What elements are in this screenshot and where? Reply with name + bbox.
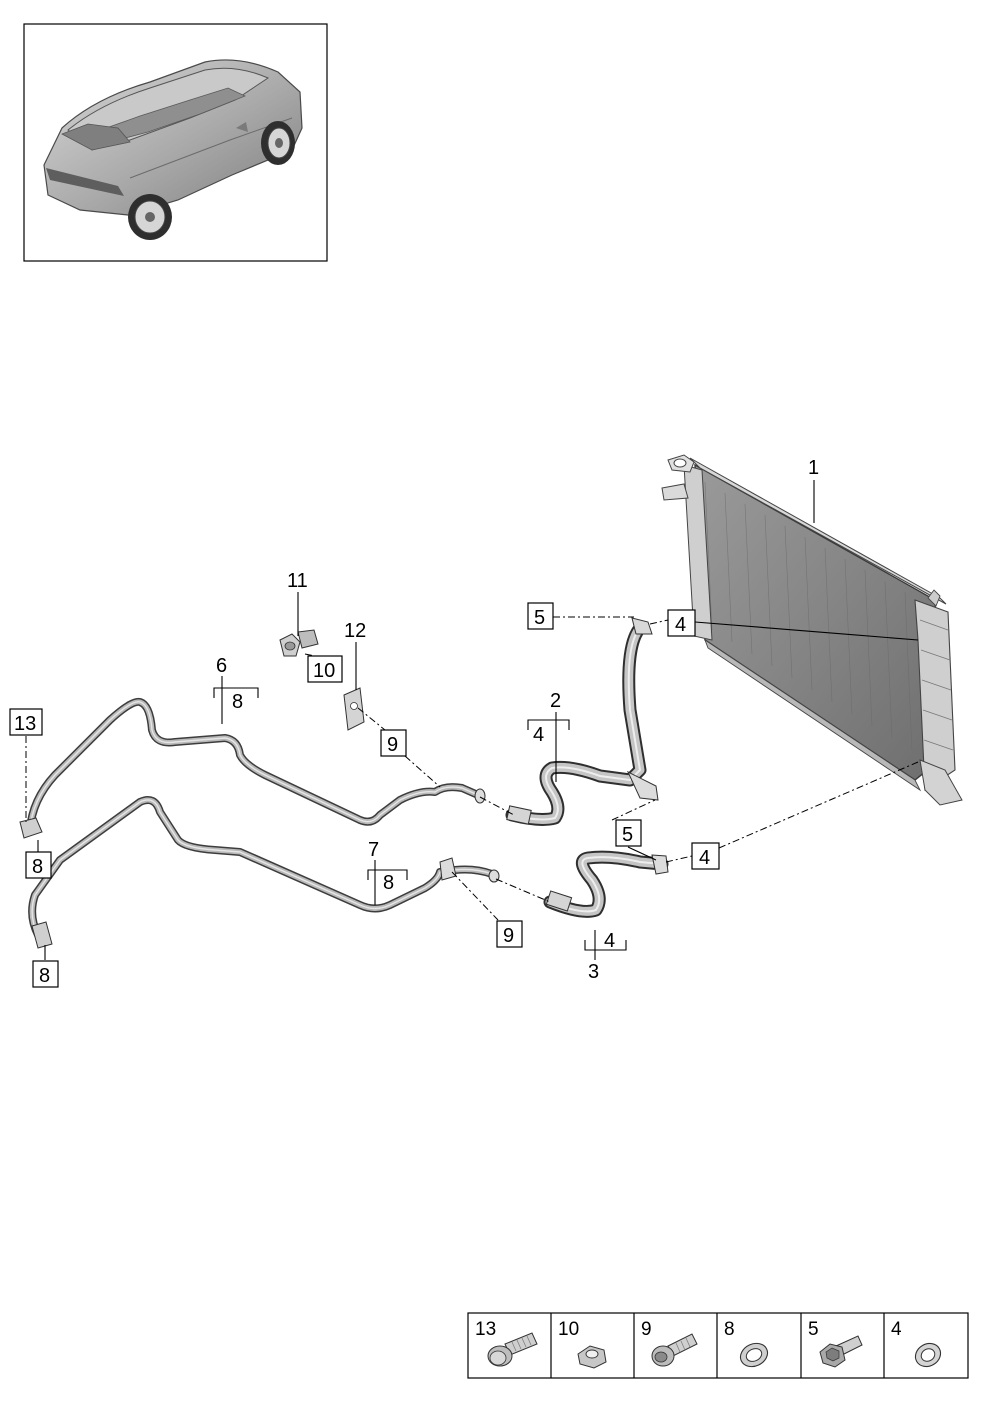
callout-1: 1 (808, 457, 819, 479)
callout-box-4-b: 4 (691, 842, 720, 870)
legend-num-2: 10 (558, 1319, 579, 1340)
leader-lines (25, 480, 919, 960)
callout-4-under-3: 4 (604, 930, 615, 952)
callout-8-under-6: 8 (232, 691, 243, 713)
svg-text:8: 8 (32, 856, 43, 878)
callout-3: 3 (588, 961, 599, 983)
hex-bolt-icon (819, 1335, 863, 1368)
callout-box-13: 13 (9, 708, 43, 736)
fastener-legend: 13 10 9 8 5 4 (467, 1312, 969, 1379)
svg-text:4: 4 (699, 847, 710, 869)
callout-11: 11 (287, 570, 308, 592)
callout-box-8-a: 8 (25, 851, 52, 879)
o-ring-icon (914, 1342, 942, 1368)
callout-box-9-b: 9 (496, 920, 523, 948)
sealing-ring-icon (739, 1342, 769, 1368)
svg-text:10: 10 (313, 660, 335, 682)
callout-box-8-b: 8 (32, 960, 59, 988)
bracket-12 (343, 687, 365, 731)
coolant-hose-2 (505, 617, 659, 826)
svg-text:9: 9 (387, 734, 398, 756)
bolt-icon (651, 1333, 698, 1367)
legend-num-6: 4 (891, 1319, 902, 1340)
svg-text:9: 9 (503, 925, 514, 947)
callouts: 1 11 12 6 2 7 3 8 4 8 4 (216, 457, 819, 983)
coolant-hose-3 (543, 850, 669, 918)
svg-text:5: 5 (534, 607, 545, 629)
callout-4-under-2: 4 (533, 724, 544, 746)
legend-num-5: 5 (808, 1319, 819, 1340)
callout-7: 7 (368, 839, 379, 861)
svg-text:4: 4 (675, 614, 686, 636)
clamp-11 (279, 629, 319, 657)
radiator (661, 454, 963, 806)
car-illustration (43, 59, 303, 240)
callout-2: 2 (550, 690, 561, 712)
flange-bolt-icon (487, 1332, 538, 1367)
callout-box-5-a: 5 (527, 602, 554, 630)
legend-num-1: 13 (475, 1319, 496, 1340)
callout-6: 6 (216, 655, 227, 677)
callout-12: 12 (344, 620, 366, 642)
boxed-callouts: 13 8 8 10 9 9 5 5 (9, 602, 720, 988)
legend-num-3: 9 (641, 1319, 652, 1340)
svg-text:5: 5 (622, 824, 633, 846)
hex-nut-icon (577, 1345, 607, 1369)
legend-num-4: 8 (724, 1319, 735, 1340)
callout-box-9-a: 9 (380, 729, 407, 757)
svg-text:13: 13 (14, 713, 36, 735)
vehicle-thumbnail (23, 23, 328, 262)
callout-box-4-a: 4 (667, 609, 696, 637)
svg-text:8: 8 (39, 965, 50, 987)
coolant-pipe-7 (28, 796, 500, 949)
callout-8-under-7: 8 (383, 872, 394, 894)
coolant-pipe-6 (19, 697, 486, 839)
callout-box-5-b: 5 (615, 819, 642, 847)
callout-box-10: 10 (307, 655, 343, 683)
